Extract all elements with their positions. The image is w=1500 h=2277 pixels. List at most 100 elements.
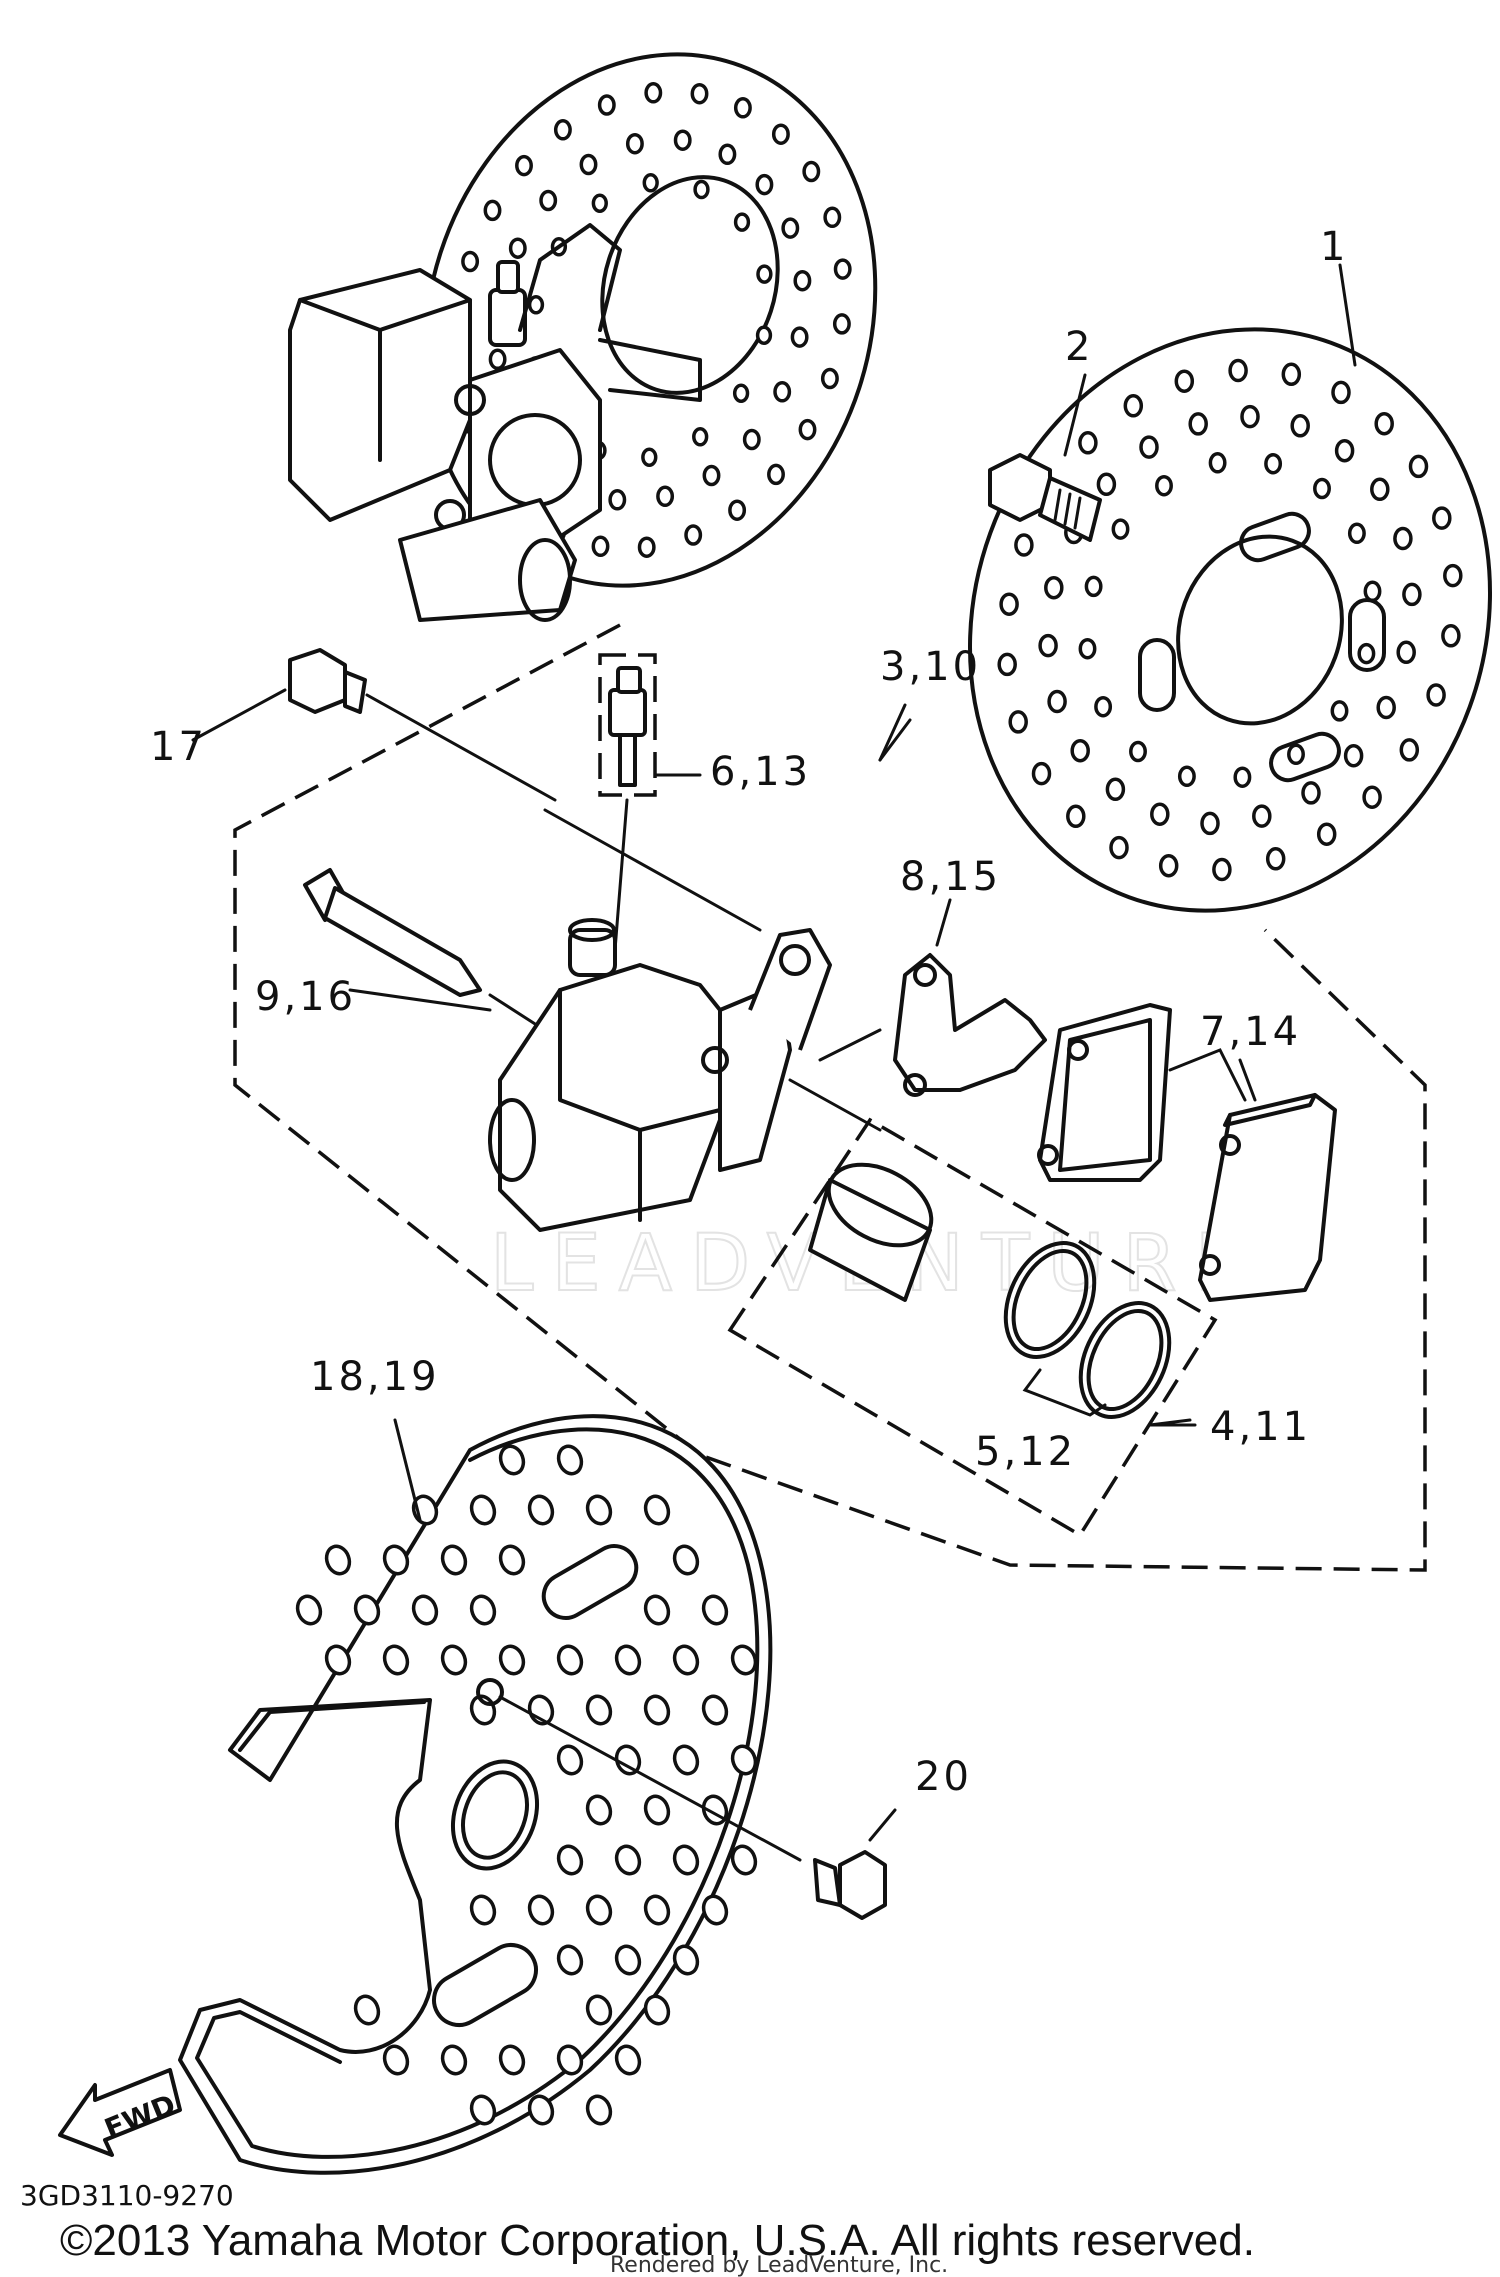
- cover-drill-hole: [382, 2044, 410, 2076]
- disc-drill-hole: [1066, 804, 1086, 829]
- assembled-disc-drill-hole: [728, 499, 747, 521]
- cover-drill-hole: [614, 1644, 642, 1676]
- cover-drill-hole: [585, 1694, 613, 1726]
- cover-drill-hole: [353, 1594, 381, 1626]
- disc-drill-hole: [1399, 738, 1420, 762]
- label-part-18-19: 18,19: [310, 1354, 440, 1400]
- assembled-disc-drill-hole: [625, 132, 644, 155]
- part-7-14-brake-pads: [1037, 1003, 1337, 1302]
- disc-drill-hole: [1370, 477, 1390, 502]
- cover-drill-hole: [614, 2044, 642, 2076]
- label-part-7-14: 7,14: [1200, 1009, 1301, 1055]
- cover-drill-hole: [556, 1744, 584, 1776]
- cover-drill-hole: [556, 1444, 584, 1476]
- cover-drill-hole: [614, 1844, 642, 1876]
- cover-drill-hole: [672, 1644, 700, 1676]
- assembled-disc-drill-hole: [781, 217, 800, 239]
- cover-drill-hole: [469, 1594, 497, 1626]
- rendered-by: Rendered by LeadVenture, Inc.: [610, 2253, 948, 2277]
- disc-drill-hole: [1174, 369, 1195, 393]
- cover-drill-hole: [614, 1744, 642, 1776]
- assembled-disc-drill-hole: [488, 348, 507, 371]
- assembled-disc-drill-hole: [527, 295, 545, 315]
- cover-drill-hole: [614, 1944, 642, 1976]
- cover-drill-hole: [672, 1844, 700, 1876]
- disc-drill-hole: [1443, 563, 1463, 588]
- disc-drill-hole: [1139, 435, 1159, 459]
- disc-drill-hole: [1233, 766, 1252, 788]
- part-2-bolt: [988, 453, 1102, 542]
- assembled-disc-drill-hole: [579, 153, 598, 176]
- assembled-disc-drill-hole: [637, 536, 656, 558]
- cover-drill-hole: [469, 2094, 497, 2126]
- disc-drill-hole: [997, 652, 1017, 677]
- caliper-body: [488, 918, 882, 1232]
- forward-arrow: FWD: [58, 2068, 182, 2157]
- cover-drill-hole: [556, 1944, 584, 1976]
- disc-drill-hole: [999, 592, 1019, 616]
- cover-drill-hole: [585, 2094, 613, 2126]
- cover-drill-hole: [643, 1694, 671, 1726]
- cover-drill-hole: [643, 1894, 671, 1926]
- disc-drill-hole: [1374, 411, 1394, 436]
- label-part-4-11: 4,11: [1210, 1404, 1311, 1450]
- disc-drill-hole: [1347, 522, 1366, 545]
- copyright-notice: ©2013 Yamaha Motor Corporation, U.S.A. A…: [60, 2216, 1255, 2265]
- cover-drill-hole: [643, 1994, 671, 2026]
- cover-drill-hole: [585, 1894, 613, 1926]
- assembled-disc-drill-hole: [773, 381, 792, 403]
- disc-drill-hole: [1376, 695, 1396, 720]
- disc-drill-hole: [1252, 804, 1272, 828]
- disc-drill-hole: [1228, 358, 1248, 383]
- assembled-disc-drill-hole: [742, 428, 761, 451]
- assembled-disc-drill-hole: [755, 325, 773, 345]
- brake-disc: [968, 327, 1492, 913]
- assembled-disc-drill-hole: [641, 447, 658, 467]
- disc-drill-hole: [1208, 452, 1227, 474]
- part-17-bolt: [288, 648, 762, 932]
- part-6-13-bleeder: [598, 653, 657, 952]
- disc-drill-hole: [1200, 811, 1220, 836]
- caliper-assembly-boundary: [233, 623, 1427, 1572]
- cover-drill-hole: [324, 1644, 352, 1676]
- disc-drill-hole: [1357, 642, 1376, 665]
- cover-drill-hole: [556, 2044, 584, 2076]
- disc-drill-hole: [1363, 580, 1382, 603]
- cover-drill-hole: [672, 1544, 700, 1576]
- assembled-disc-drill-hole: [832, 313, 851, 335]
- assembled-disc-drill-hole: [597, 94, 616, 116]
- cover-drill-hole: [556, 1844, 584, 1876]
- cover-drill-hole: [353, 1994, 381, 2026]
- disc-drill-hole: [1362, 785, 1382, 809]
- disc-drill-hole: [1109, 835, 1129, 860]
- cover-drill-hole: [498, 1444, 526, 1476]
- disc-drill-hole: [1343, 743, 1364, 768]
- label-part-9-16: 9,16: [255, 974, 356, 1020]
- disc-drill-hole: [1240, 404, 1260, 429]
- assembled-disc-drill-hole: [733, 212, 751, 232]
- disc-drill-hole: [1123, 394, 1144, 418]
- assembled-disc-drill-hole: [790, 326, 809, 348]
- assembled-disc-drill-hole: [673, 129, 692, 151]
- cover-drill-hole: [498, 1644, 526, 1676]
- cover-drill-hole: [498, 1544, 526, 1576]
- assembled-disc-drill-hole: [553, 119, 572, 141]
- disc-drill-hole: [1287, 743, 1305, 766]
- cover-drill-hole: [411, 1594, 439, 1626]
- disc-drill-hole: [1426, 683, 1446, 707]
- disc-drill-hole: [1265, 847, 1286, 871]
- assembled-disc-drill-hole: [833, 258, 852, 280]
- disc-drill-hole: [1105, 777, 1126, 802]
- assembled-disc-and-caliper: [288, 52, 878, 622]
- label-part-1: 1: [1320, 224, 1348, 270]
- cover-drill-hole: [527, 2094, 555, 2126]
- cover-drill-hole: [556, 1644, 584, 1676]
- assembled-disc-drill-hole: [508, 237, 527, 259]
- cover-drill-hole: [440, 1544, 468, 1576]
- cover-drill-hole: [527, 1494, 555, 1526]
- cover-drill-hole: [672, 1944, 700, 1976]
- assembled-disc-drill-hole: [684, 524, 703, 546]
- disc-drill-hole: [1070, 738, 1090, 763]
- assembled-disc-drill-hole: [802, 160, 821, 183]
